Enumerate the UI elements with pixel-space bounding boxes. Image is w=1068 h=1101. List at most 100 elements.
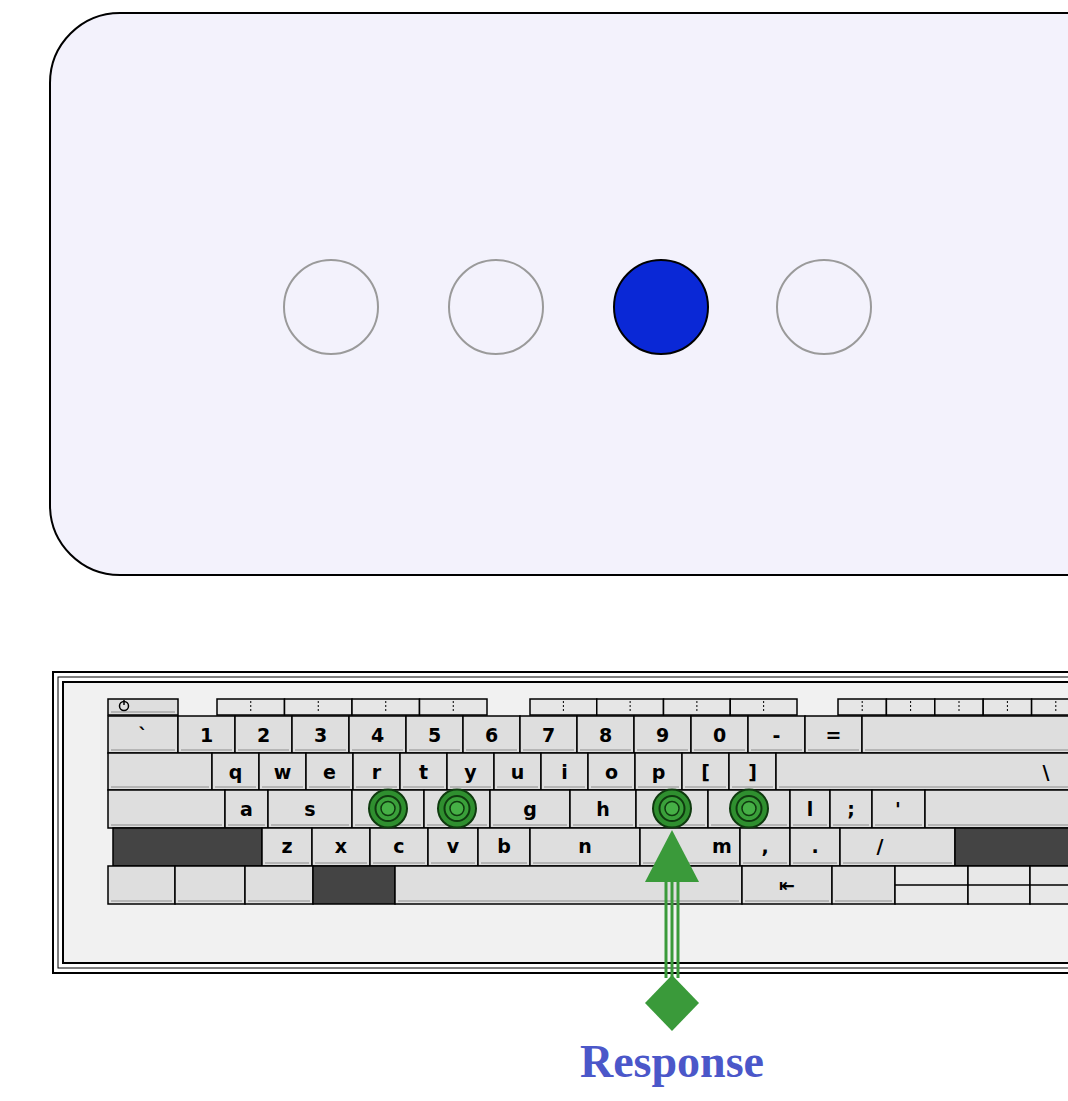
key-shade [111,786,209,788]
stimulus-empty [777,260,871,354]
key [664,699,731,715]
key-shade [493,824,567,826]
key-shade [228,824,265,826]
key-shade [732,786,773,788]
stimulus-empty [284,260,378,354]
key-label: e [323,762,336,781]
key-shade [808,749,859,751]
key-shade [262,786,303,788]
key-label: h [596,800,610,819]
key [478,828,530,866]
key-tick [1007,701,1008,713]
key-label: . [811,837,818,856]
key-tick [453,701,454,713]
key-shade [431,862,475,864]
key-label: y [464,762,476,781]
key-tick [959,701,960,713]
key [708,790,790,828]
key [352,790,424,828]
key [530,699,597,715]
key-shade [315,862,367,864]
key [490,790,570,828]
key-tick [250,701,251,713]
key [740,828,790,866]
key-shade [111,900,172,902]
response-arrow [665,880,668,978]
key [428,828,478,866]
target-marker [438,790,476,828]
key-label: \ [1043,762,1050,781]
target-marker [653,790,691,828]
key-label: ; [847,800,855,819]
key-shade [373,862,425,864]
key-label: 9 [656,725,669,744]
key [895,866,968,904]
key [292,716,349,753]
key-label: ` [138,725,148,744]
key [108,866,175,904]
key [212,753,259,790]
key [640,828,740,866]
target-marker [381,802,395,816]
key-tick [763,701,764,713]
key-tick [696,701,697,713]
stimulus-panel [50,13,1068,575]
key-label: 6 [485,725,498,744]
key-label: b [497,837,511,856]
key [597,699,664,715]
key-shade [638,786,679,788]
key-shade [450,786,491,788]
key [983,699,1031,715]
response-arrow [677,880,680,978]
key [225,790,268,828]
key [742,866,832,904]
key [729,753,776,790]
key [730,699,797,715]
key-label: v [447,837,459,856]
key-label: - [773,725,781,744]
key [588,753,635,790]
key-shade [573,824,633,826]
key-shade [409,749,460,751]
key [108,699,178,715]
target-marker [730,790,768,828]
key-label: t [419,762,428,781]
key-shade [271,824,349,826]
key-shade [745,900,829,902]
key [570,790,636,828]
key [245,866,313,904]
key-label: m [712,837,732,856]
key [175,866,245,904]
key-label: o [605,762,618,781]
key [925,790,1068,828]
key [406,716,463,753]
key-shade [356,786,397,788]
key-split [895,884,968,886]
key [840,828,955,866]
key-shade [637,749,688,751]
key-label: / [877,837,884,856]
key-shade [352,749,403,751]
key-label: ' [895,800,901,819]
key-shade [309,786,350,788]
key [108,790,225,828]
target-marker [450,802,464,816]
key [259,753,306,790]
key-shade [178,900,242,902]
key-shade [181,749,232,751]
key-shade [481,862,527,864]
key-label: ⇤ [779,876,795,895]
key [306,753,353,790]
key [235,716,292,753]
key-shade [875,824,922,826]
key-label: i [561,762,568,781]
key-shade [295,749,346,751]
key [285,699,353,715]
key-label: a [240,800,253,819]
target-marker [445,796,470,821]
key [935,699,983,715]
target-marker [665,802,679,816]
key-split [1030,884,1068,886]
